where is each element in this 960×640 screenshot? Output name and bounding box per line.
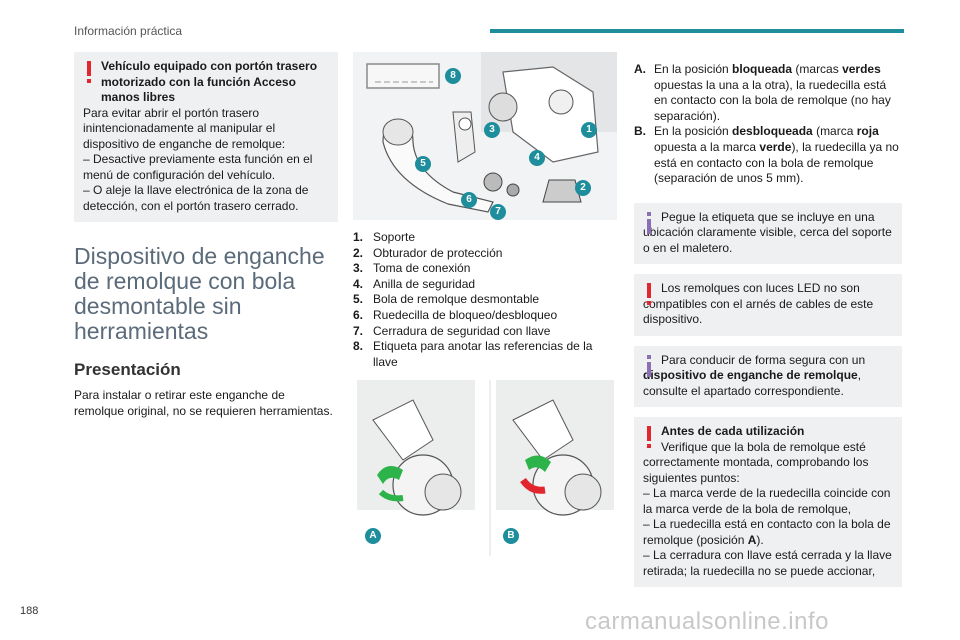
page-number: 188 (20, 605, 39, 617)
position-a-badge: A (365, 528, 381, 545)
section-title: Dispositivo de enganche de remolque con … (74, 243, 325, 344)
warning-bullet: – O aleje la llave electrónica de la zon… (83, 183, 309, 213)
position-list: A. En la posición bloqueada (marcas verd… (634, 62, 902, 187)
watermark: carmanualsonline.info (585, 608, 829, 635)
legend-item: 6.Ruedecilla de bloqueo/desbloqueo (353, 307, 558, 322)
callout-badge: 6 (461, 192, 477, 208)
position-a-item: A. En la posición bloqueada (marcas verd… (634, 62, 891, 123)
warning-icon (646, 426, 652, 449)
running-header: Información práctica (74, 24, 183, 38)
tow-hitch-figure: 8 1 3 4 5 2 6 7 (353, 52, 617, 220)
position-figures: A B (353, 380, 617, 557)
legend-item: 3.Toma de conexión (353, 261, 471, 276)
warning-box-tailgate: Vehículo equipado con portón trasero mot… (74, 52, 338, 222)
legend-item: 8.Etiqueta para anotar las referencias d… (353, 339, 593, 369)
subsection-title: Presentación (74, 360, 181, 379)
info-icon (646, 211, 652, 234)
legend-item: 5.Bola de remolque desmontable (353, 292, 540, 307)
legend-item: 1.Soporte (353, 230, 416, 244)
column-left: Vehículo equipado con portón trasero mot… (74, 52, 338, 419)
position-ab-illustration (357, 380, 614, 557)
legend-item: 7.Cerradura de seguridad con llave (353, 323, 551, 338)
position-b-badge: B (503, 528, 519, 545)
callout-badge: 4 (529, 150, 545, 166)
warning-bullet: – Desactive previamente esta función en … (83, 152, 313, 182)
callout-badge: 8 (445, 68, 461, 84)
callout-badge: 1 (581, 122, 597, 138)
warning-title: Vehículo equipado con portón trasero mot… (101, 59, 318, 104)
info-icon (646, 354, 652, 377)
callout-badge: 5 (415, 156, 431, 172)
position-b-item: B. En la posición desbloqueada (marca ro… (634, 124, 899, 186)
column-right: A. En la posición bloqueada (marcas verd… (634, 52, 902, 588)
warning-box-led: Los remolques con luces LED no son compa… (634, 274, 902, 336)
callout-badge: 2 (575, 180, 591, 196)
callout-badge: 3 (484, 122, 500, 138)
warning-icon (86, 61, 92, 83)
info-box-safe-driving: Para conducir de forma segura con un dis… (634, 345, 902, 408)
body-paragraph: Para instalar o retirar este enganche de… (74, 388, 333, 418)
info-box-label: Pegue la etiqueta que se incluye en una … (634, 202, 902, 265)
warning-text: Para evitar abrir el portón trasero inin… (83, 105, 286, 151)
figure-legend: 1.Soporte 2.Obturador de protección 3.To… (353, 230, 617, 370)
legend-item: 4.Anilla de seguridad (353, 276, 476, 291)
column-middle: 8 1 3 4 5 2 6 7 1.Soporte 2.Obturador de… (353, 52, 617, 557)
warning-icon (646, 283, 652, 306)
callout-badge: 7 (490, 204, 506, 220)
header-accent-bar (490, 29, 904, 33)
warning-box-before-use: Antes de cada utilización Verifique que … (634, 417, 902, 588)
legend-item: 2.Obturador de protección (353, 245, 503, 260)
tow-hitch-illustration (366, 52, 617, 213)
